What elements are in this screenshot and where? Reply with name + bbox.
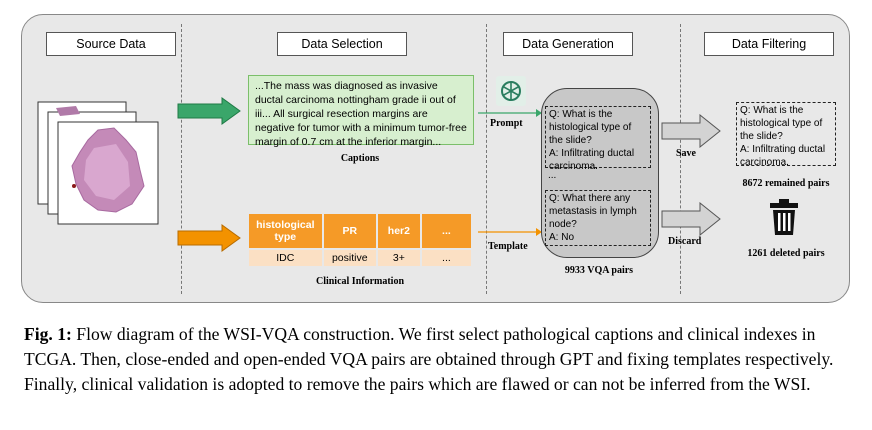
openai-logo-icon xyxy=(496,76,526,106)
prompt-arrow-icon xyxy=(478,109,542,117)
qa-pair-2: Q: What there any metastasis in lymph no… xyxy=(545,190,651,246)
deleted-pairs-label: 1261 deleted pairs xyxy=(747,248,825,259)
table-header-cell: histological type xyxy=(249,214,322,248)
table-cell: ... xyxy=(421,250,471,266)
vqa-pairs-container xyxy=(541,88,659,258)
table-cell: IDC xyxy=(249,250,322,266)
figure-label: Fig. 1: xyxy=(24,324,72,344)
table-row: IDC positive 3+ ... xyxy=(249,250,471,266)
stage-source-data: Source Data xyxy=(46,32,176,56)
table-header-cell: her2 xyxy=(377,214,420,248)
figure-caption-text: Flow diagram of the WSI-VQA construction… xyxy=(24,324,834,394)
trash-icon xyxy=(770,199,798,235)
clinical-info-label: Clinical Information xyxy=(315,276,405,287)
stage-data-selection: Data Selection xyxy=(277,32,407,56)
table-header-row: histological type PR her2 ... xyxy=(249,214,471,248)
filtered-qa-pair: Q: What is the histological type of the … xyxy=(736,102,836,168)
discard-label: Discard xyxy=(668,236,702,247)
divider xyxy=(486,24,487,294)
remained-pairs-label: 8672 remained pairs xyxy=(742,178,830,189)
captions-label: Captions xyxy=(340,153,380,164)
vqa-count-label: 9933 VQA pairs xyxy=(564,265,634,276)
green-arrow-icon xyxy=(177,97,241,125)
template-label: Template xyxy=(488,241,528,252)
clinical-table: histological type PR her2 ... IDC positi… xyxy=(247,212,473,268)
table-cell: positive xyxy=(323,250,376,266)
qa-ellipsis: ... xyxy=(548,170,557,181)
wsi-slides-image xyxy=(37,101,159,225)
caption-box: ...The mass was diagnosed as invasive du… xyxy=(248,75,474,148)
template-arrow-icon xyxy=(478,228,542,236)
save-label: Save xyxy=(676,148,696,159)
divider xyxy=(680,24,681,294)
table-cell: 3+ xyxy=(377,250,420,266)
stage-data-generation: Data Generation xyxy=(503,32,633,56)
discard-arrow-icon xyxy=(661,202,721,236)
save-arrow-icon xyxy=(661,114,721,148)
divider xyxy=(181,24,182,294)
orange-arrow-icon xyxy=(177,224,241,252)
table-header-cell: ... xyxy=(421,214,471,248)
table-header-cell: PR xyxy=(323,214,376,248)
prompt-label: Prompt xyxy=(490,118,523,129)
qa-pair-1: Q: What is the histological type of the … xyxy=(545,106,651,172)
figure-caption: Fig. 1: Flow diagram of the WSI-VQA cons… xyxy=(24,322,850,397)
stage-data-filtering: Data Filtering xyxy=(704,32,834,56)
